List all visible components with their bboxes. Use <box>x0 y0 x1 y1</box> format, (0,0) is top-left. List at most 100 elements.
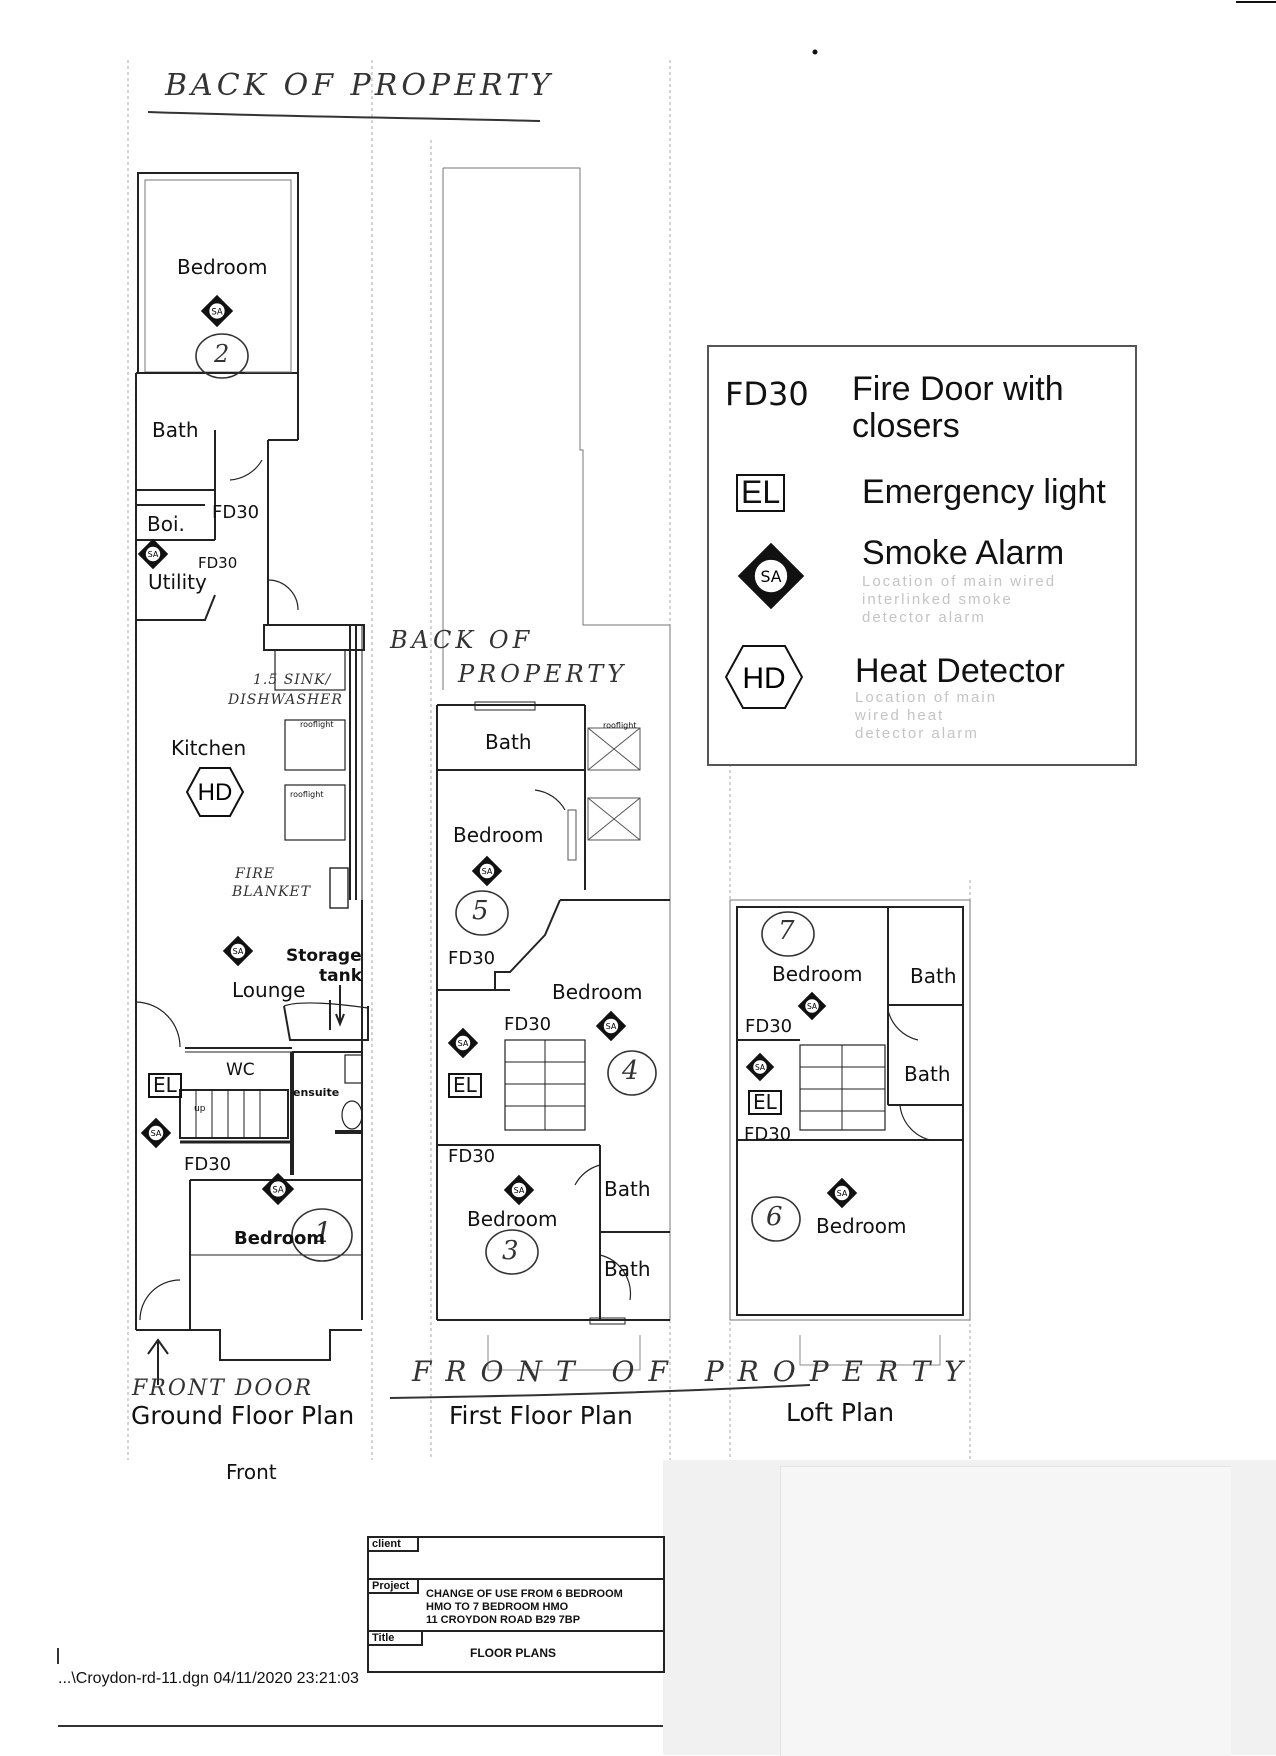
loft-bath-mid-label: Bath <box>904 1062 951 1086</box>
loft-walls <box>729 899 971 1366</box>
ground-ensuite-label: ensuite <box>293 1086 340 1099</box>
legend-panel: FD30 Fire Door with closers EL Emergency… <box>707 345 1137 766</box>
svg-text:SA: SA <box>151 1129 162 1138</box>
ground-storage-label: Storage <box>286 946 362 966</box>
stray-dot <box>812 49 818 55</box>
svg-text:SA: SA <box>272 1185 284 1195</box>
ground-fd30-a-label: FD30 <box>212 502 260 523</box>
hand-underlines <box>147 111 811 1399</box>
svg-text:HD: HD <box>198 779 233 806</box>
title-block-title-row: Title FLOOR PLANS <box>369 1632 663 1669</box>
smoke-alarm-icon: SA <box>137 538 169 570</box>
first-bedroom-3-label: Bedroom <box>467 1207 558 1231</box>
storage-tank-pointer <box>335 985 345 1027</box>
annotation-fire-blanket-1: FIRE <box>235 866 276 882</box>
legend-smoke-alarm-note-3: detector alarm <box>862 609 986 626</box>
title-block: client Project CHANGE OF USE FROM 6 BEDR… <box>367 1536 665 1673</box>
smoke-alarm-icon: SA <box>471 855 503 887</box>
loft-bedroom-7-label: Bedroom <box>772 962 863 986</box>
annotation-back-of-property-mid-2: PROPERTY <box>458 660 628 688</box>
loft-bedroom-6-label: Bedroom <box>816 1214 907 1238</box>
svg-text:SA: SA <box>458 1039 469 1048</box>
loft-plan-title: Loft Plan <box>786 1398 895 1427</box>
legend-smoke-alarm-note-1: Location of main wired <box>862 573 1057 590</box>
ground-kitchen-label: Kitchen <box>171 736 247 760</box>
legend-smoke-alarm-icon: SA <box>736 541 806 611</box>
title-block-project-line-3: 11 CROYDON ROAD B29 7BP <box>426 1614 581 1626</box>
room-number-4: 4 <box>622 1056 639 1086</box>
first-fd30-c-label: FD30 <box>448 1146 496 1167</box>
file-path-timestamp: ...\Croydon-rd-11.dgn 04/11/2020 23:21:0… <box>58 1670 359 1687</box>
front-door-arrow <box>147 1338 169 1385</box>
room-number-7: 7 <box>778 916 795 946</box>
legend-fd30-line2: closers <box>852 407 960 445</box>
svg-text:SA: SA <box>482 867 493 876</box>
title-block-project-row: Project CHANGE OF USE FROM 6 BEDROOM HMO… <box>369 1580 663 1632</box>
title-block-project-line-1: CHANGE OF USE FROM 6 BEDROOM <box>426 1588 623 1600</box>
first-bath-top-label: Bath <box>485 730 532 754</box>
first-bedroom-4-label: Bedroom <box>552 980 643 1004</box>
loft-fd30-b-label: FD30 <box>744 1124 792 1145</box>
legend-el-code: EL <box>736 474 786 512</box>
room-number-circles <box>195 333 815 1275</box>
svg-text:SA: SA <box>755 1063 766 1072</box>
title-block-project-line-2: HMO TO 7 BEDROOM HMO <box>426 1601 569 1613</box>
ground-bedroom-2-label: Bedroom <box>177 255 268 279</box>
first-rooflight-label: rooflight <box>603 721 637 730</box>
ground-storage-tank-label: tank <box>319 966 363 986</box>
first-floor-rooflights <box>567 727 641 861</box>
first-fd30-a-label: FD30 <box>448 948 496 969</box>
ground-floor-plan-title: Ground Floor Plan <box>131 1401 355 1430</box>
legend-fd30-code: FD30 <box>725 375 809 413</box>
ground-lounge-label: Lounge <box>232 978 306 1002</box>
smoke-alarm-icon: SA <box>222 935 254 967</box>
smoke-alarm-icon: SA <box>745 1052 775 1082</box>
first-fd30-b-label: FD30 <box>504 1014 552 1035</box>
ground-bath-label: Bath <box>152 418 199 442</box>
legend-fd30-line1: Fire Door with <box>852 370 1064 408</box>
first-bedroom-5-label: Bedroom <box>453 823 544 847</box>
loft-bath-top-label: Bath <box>910 964 957 988</box>
smoke-alarm-icon: SA <box>503 1174 535 1206</box>
title-block-client-key: client <box>369 1538 419 1552</box>
smoke-alarm-icon: SA <box>261 1172 295 1206</box>
loft-emergency-light: EL <box>748 1090 782 1115</box>
ground-floor-walls <box>135 172 369 1361</box>
smoke-alarm-icon: SA <box>826 1177 858 1209</box>
smoke-alarm-icon: SA <box>200 294 234 328</box>
first-floor-walls <box>436 167 671 1371</box>
ground-stairs-up-label: up <box>194 1104 206 1114</box>
room-number-5: 5 <box>472 896 489 926</box>
legend-smoke-alarm-note-2: interlinked smoke <box>862 591 1013 608</box>
legend-heat-detector-note-3: detector alarm <box>855 725 979 742</box>
svg-text:SA: SA <box>211 307 223 317</box>
ground-fd30-b-label: FD30 <box>198 554 238 572</box>
annotation-back-of-property-mid-1: BACK OF <box>390 626 534 654</box>
svg-text:HD: HD <box>742 662 785 695</box>
title-block-project-key: Project <box>369 1580 419 1594</box>
legend-el-desc: Emergency light <box>862 473 1106 511</box>
legend-heat-detector-icon: HD <box>724 645 804 709</box>
smoke-alarm-icon: SA <box>595 1010 627 1042</box>
svg-text:SA: SA <box>837 1189 848 1198</box>
annotation-dishwasher: DISHWASHER <box>228 692 343 708</box>
ground-fd30-c-label: FD30 <box>184 1154 232 1175</box>
room-number-3: 3 <box>502 1236 519 1266</box>
legend-heat-detector-note-1: Location of main <box>855 689 998 706</box>
title-block-client-row: client <box>369 1538 663 1580</box>
smoke-alarm-icon: SA <box>797 991 827 1021</box>
ground-wc-label: WC <box>226 1060 255 1080</box>
smoke-alarm-icon: SA <box>140 1117 172 1149</box>
annotation-back-of-property-top: BACK OF PROPERTY <box>165 68 554 103</box>
first-floor-plan-title: First Floor Plan <box>449 1401 633 1430</box>
svg-text:SA: SA <box>148 550 159 559</box>
room-number-1: 1 <box>314 1216 332 1249</box>
legend-heat-detector-note-2: wired heat <box>855 707 945 724</box>
ground-rooflight-a-label: rooflight <box>300 720 334 729</box>
title-block-title-value: FLOOR PLANS <box>470 1646 556 1660</box>
first-bath-a-label: Bath <box>604 1177 651 1201</box>
room-number-6: 6 <box>766 1202 783 1232</box>
smoke-alarm-icon: SA <box>447 1027 479 1059</box>
ground-emergency-light: EL <box>148 1073 182 1098</box>
